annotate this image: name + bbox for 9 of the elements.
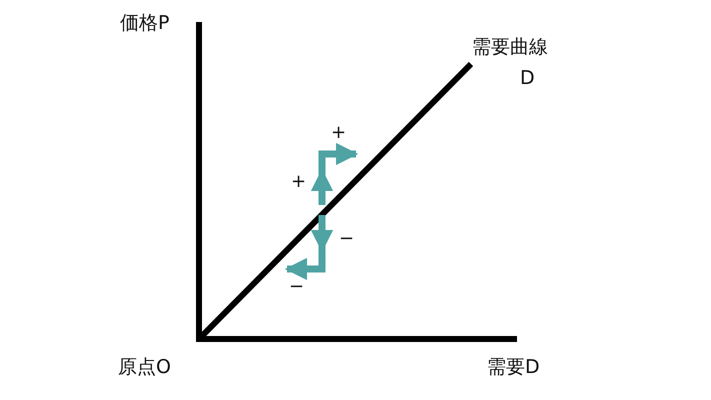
- axis-label: 需要D: [487, 358, 540, 377]
- sign-label: +: [331, 124, 346, 142]
- sign-label: −: [289, 278, 304, 296]
- sign-label: +: [291, 173, 306, 191]
- sign-label: −: [339, 230, 354, 248]
- axis-label: 原点O: [118, 358, 171, 377]
- curve-label: 需要曲線: [472, 38, 548, 57]
- axis-label: 価格P: [120, 14, 170, 33]
- curve-label: D: [520, 69, 535, 88]
